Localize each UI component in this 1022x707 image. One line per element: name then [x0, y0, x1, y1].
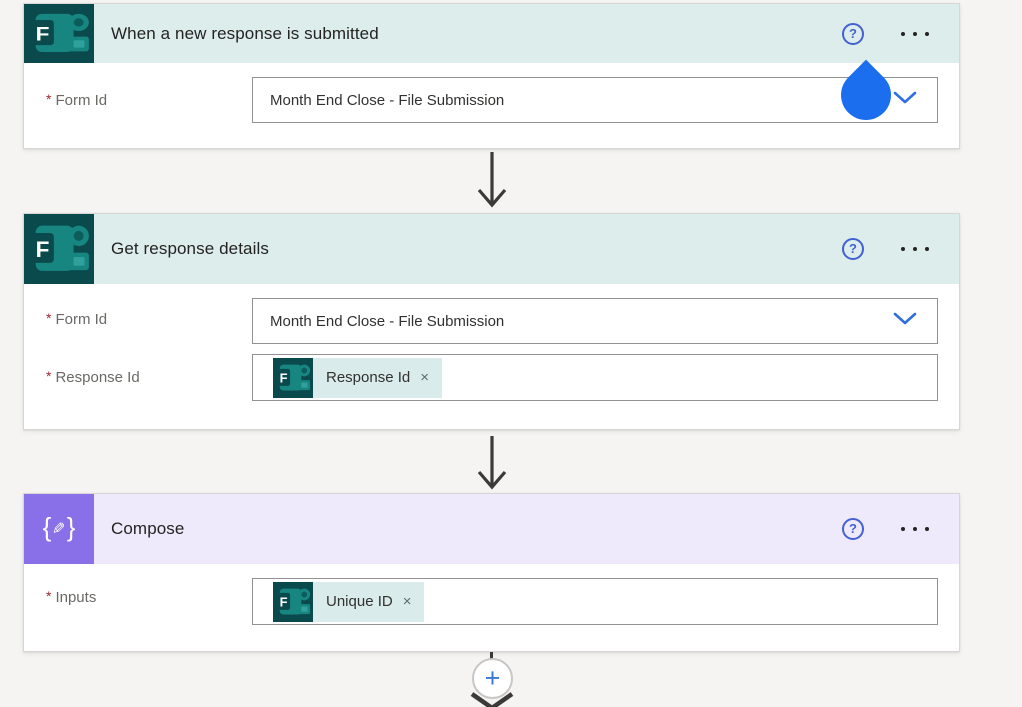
trigger-title: When a new response is submitted [111, 23, 379, 43]
compose-card: {✎} Compose ? *Inputs Unique ID × [23, 493, 960, 652]
connector-arrowhead-icon [470, 692, 514, 707]
required-marker: * [46, 91, 52, 107]
microsoft-forms-icon [273, 358, 313, 398]
microsoft-forms-icon [273, 582, 313, 622]
help-icon[interactable]: ? [842, 238, 864, 260]
required-marker: * [46, 310, 52, 326]
help-icon[interactable]: ? [842, 22, 864, 45]
remove-token-icon[interactable]: × [402, 593, 412, 610]
get-response-details-header[interactable]: Get response details ? [24, 214, 959, 284]
form-id-dropdown[interactable]: Month End Close - File Submission [252, 298, 938, 344]
connector-line [490, 652, 493, 661]
form-id-dropdown[interactable]: Month End Close - File Submission [252, 77, 938, 123]
more-menu-icon[interactable] [899, 521, 931, 537]
remove-token-icon[interactable]: × [420, 369, 429, 386]
trigger-titlebar: When a new response is submitted ? [94, 4, 959, 63]
form-id-label: *Form Id [46, 310, 108, 328]
help-icon[interactable]: ? [842, 518, 864, 540]
response-id-label: *Response Id [46, 368, 140, 386]
required-marker: * [46, 588, 52, 604]
response-id-input[interactable]: Response Id × [252, 354, 938, 401]
connector-arrow-down-icon [477, 436, 507, 490]
compose-title: Compose [111, 519, 185, 538]
get-response-details-titlebar: Get response details ? [94, 214, 959, 284]
inputs-input[interactable]: Unique ID × [252, 578, 938, 625]
chevron-down-icon [893, 91, 917, 109]
compose-braces-pencil-icon: {✎} [24, 494, 94, 564]
response-id-token[interactable]: Response Id × [273, 357, 442, 398]
connector-arrow-down-icon [477, 152, 507, 208]
more-menu-icon[interactable] [899, 241, 931, 257]
microsoft-forms-icon [24, 4, 94, 63]
unique-id-token[interactable]: Unique ID × [273, 581, 425, 622]
compose-titlebar: Compose ? [94, 494, 959, 564]
inputs-label: *Inputs [46, 588, 97, 606]
token-label: Unique ID [326, 593, 393, 610]
trigger-card: When a new response is submitted ? *Form… [23, 3, 960, 149]
form-id-dropdown-value: Month End Close - File Submission [270, 312, 505, 330]
form-id-dropdown-value: Month End Close - File Submission [270, 91, 505, 109]
microsoft-forms-icon [24, 214, 94, 284]
get-response-details-card: Get response details ? *Form Id Month En… [23, 213, 960, 430]
form-id-label: *Form Id [46, 91, 108, 109]
insert-step-button[interactable]: + [472, 658, 513, 699]
required-marker: * [46, 368, 52, 384]
trigger-card-header[interactable]: When a new response is submitted ? [24, 4, 959, 63]
chevron-down-icon [893, 312, 917, 330]
get-response-details-title: Get response details [111, 239, 269, 258]
compose-header[interactable]: {✎} Compose ? [24, 494, 959, 564]
token-label: Response Id [326, 369, 411, 386]
more-menu-icon[interactable] [899, 26, 931, 42]
